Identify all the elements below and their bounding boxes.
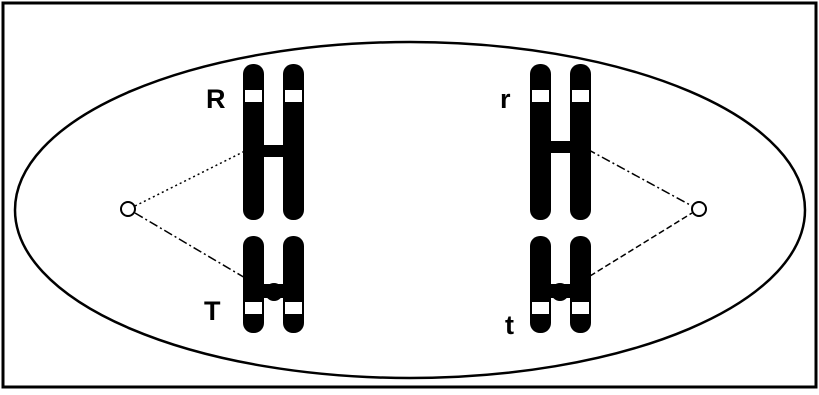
chromatid [243, 64, 264, 220]
centromere-bridge [262, 145, 285, 157]
chromatid [570, 236, 591, 333]
spindle-fiber-right-lower [589, 212, 693, 277]
centromere-knob [551, 283, 569, 301]
chromatid [283, 236, 304, 333]
gene-band [532, 302, 549, 314]
chromatid [530, 236, 551, 333]
gene-band [245, 90, 262, 102]
chromosome-pair-left-lower [243, 236, 304, 333]
allele-label-r: r [500, 84, 511, 114]
allele-label-R: R [206, 84, 226, 114]
centromere-bridge [549, 141, 572, 153]
allele-label-t: t [505, 310, 514, 340]
gene-band [285, 90, 302, 102]
gene-band [245, 302, 262, 314]
allele-label-T: T [204, 296, 221, 326]
chromosome-pair-left-upper [243, 64, 304, 220]
spindle-fiber-left-lower [134, 212, 253, 283]
right-centrosome [691, 201, 707, 217]
cell-membrane [13, 40, 807, 380]
chromosome-pair-right-lower [530, 236, 591, 333]
chromatid [570, 64, 591, 220]
chromatid [283, 64, 304, 220]
chromatid [243, 236, 264, 333]
spindle-fiber-right-upper [586, 148, 693, 207]
gene-band [532, 90, 549, 102]
chromosome-pair-right-upper [530, 64, 591, 220]
gene-band [572, 302, 589, 314]
gene-band [285, 302, 302, 314]
gene-band [572, 90, 589, 102]
left-centrosome [120, 201, 136, 217]
spindle-fiber-left-upper [134, 148, 250, 207]
chromatid [530, 64, 551, 220]
centromere-knob [265, 283, 283, 301]
diagram-frame [1, 1, 818, 389]
